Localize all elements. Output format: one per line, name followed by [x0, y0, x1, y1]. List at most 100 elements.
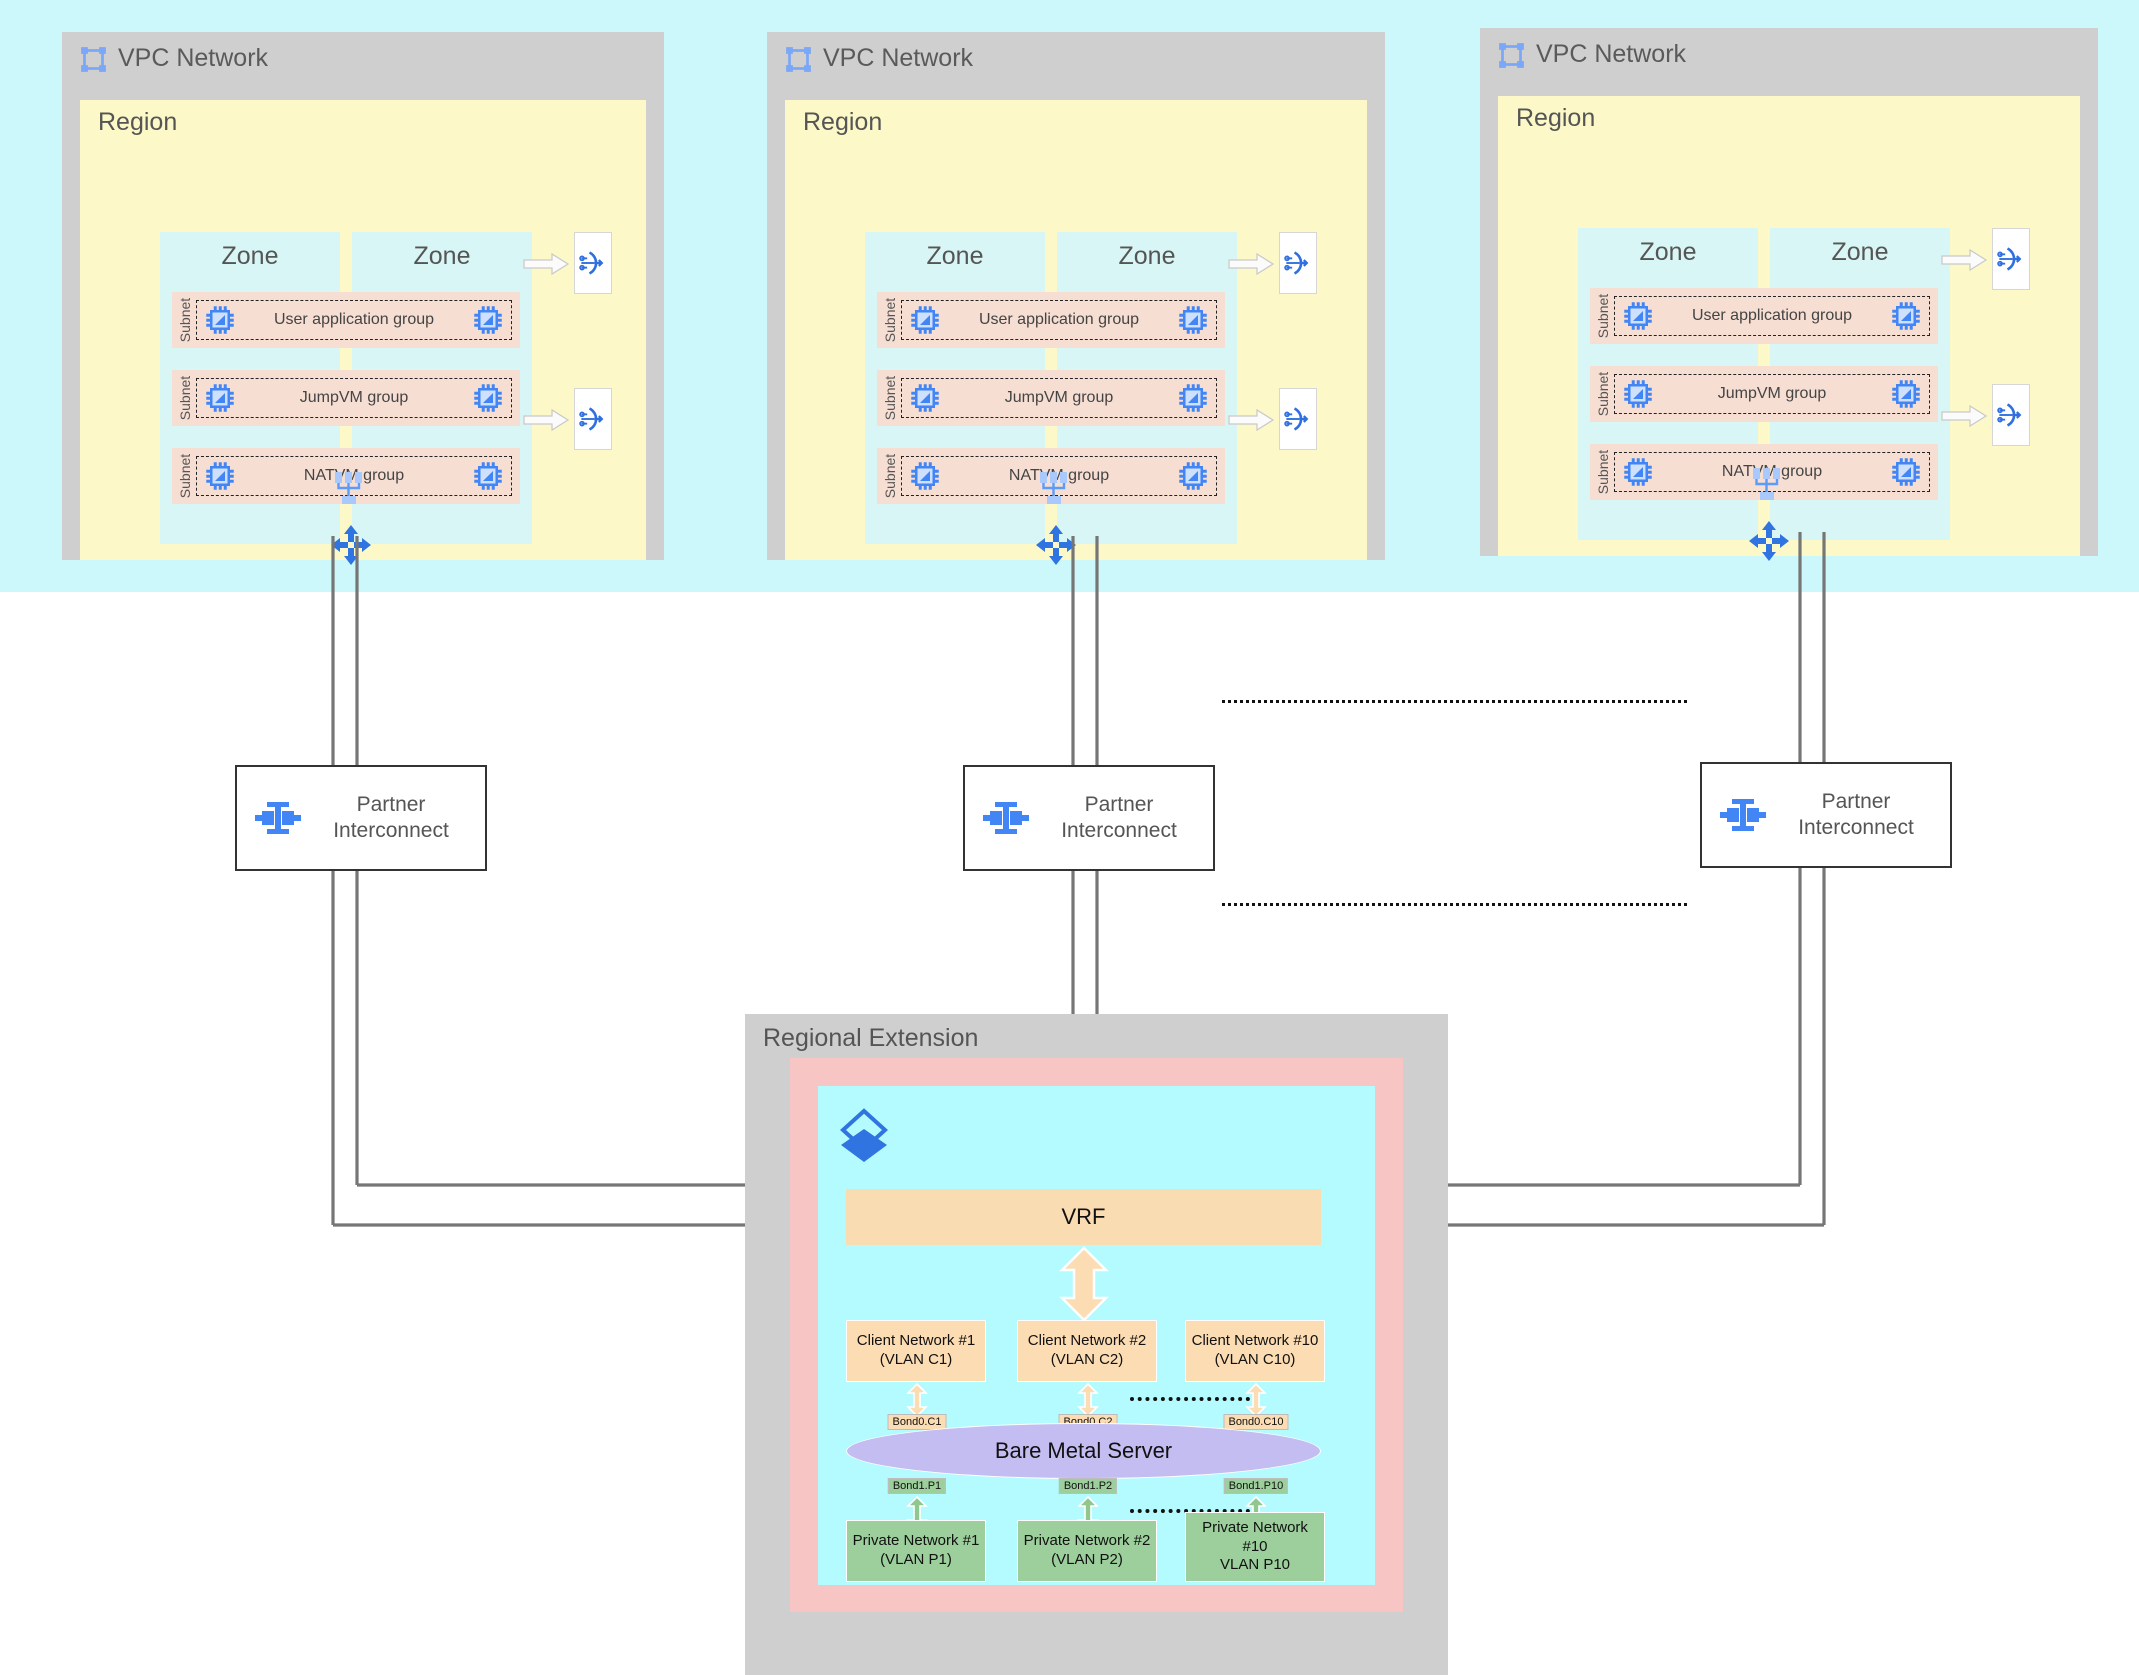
client-network-label: Client Network #1 (VLAN C1): [856, 1332, 976, 1368]
client-network-10[interactable]: Client Network #10 (VLAN C10): [1185, 1320, 1325, 1382]
group-name: NATVM group: [1008, 467, 1110, 484]
bond-tag-c10: Bond0.C10: [1223, 1414, 1289, 1430]
instance-group-jumpvm[interactable]: JumpVM group: [1614, 374, 1930, 414]
cpu-chip-icon: [1891, 301, 1921, 331]
subnet-row-jumpvm[interactable]: Subnet JumpVM group: [1590, 366, 1938, 422]
subnet-row-user-app[interactable]: Subnet User application group: [172, 292, 520, 348]
flow-arrow-user-app: [523, 252, 570, 276]
subnet-row-jumpvm[interactable]: Subnet JumpVM group: [877, 370, 1225, 426]
vpc-network-1[interactable]: VPC Network Region Zone Zone Subnet: [62, 32, 664, 565]
partner-interconnect-1[interactable]: Partner Interconnect: [235, 765, 487, 871]
group-name: JumpVM group: [299, 389, 409, 406]
flow-arrow-natvm: [523, 408, 570, 432]
cpu-chip-icon: [1891, 457, 1921, 487]
partner-interconnect-2[interactable]: Partner Interconnect: [963, 765, 1215, 871]
bond-tag-p2: Bond1.P2: [1058, 1478, 1118, 1494]
private-network-label: Private Network #1 (VLAN P1): [852, 1532, 980, 1568]
cpu-chip-icon: [1178, 305, 1208, 335]
vrf-box[interactable]: VRF: [846, 1189, 1321, 1245]
flow-arrow-natvm: [1941, 404, 1988, 428]
vpc-network-title: VPC Network: [823, 44, 974, 72]
subnet-label: Subnet: [177, 453, 193, 499]
vpc-network-2[interactable]: VPC Network Region Zone Zone Subnet User…: [767, 32, 1385, 565]
zone-label: Zone: [1831, 238, 1889, 266]
bond-tag-c1: Bond0.C1: [887, 1414, 947, 1430]
zone-label: Zone: [926, 242, 984, 270]
instance-group-jumpvm[interactable]: JumpVM group: [901, 378, 1217, 418]
group-name: NATVM group: [1721, 463, 1823, 480]
client-network-1[interactable]: Client Network #1 (VLAN C1): [846, 1320, 986, 1382]
instance-group-natvm[interactable]: NATVM group: [901, 456, 1217, 496]
group-name: User application group: [1691, 307, 1853, 324]
partner-interconnect-label: Partner Interconnect: [1798, 789, 1914, 839]
subnet-row-user-app[interactable]: Subnet User application group: [1590, 288, 1938, 344]
subnet-row-user-app[interactable]: Subnet User application group: [877, 292, 1225, 348]
cpu-chip-icon: [1623, 301, 1653, 331]
cpu-chip-icon: [1891, 379, 1921, 409]
cloud-nat-box-natvm[interactable]: [1992, 384, 2030, 446]
private-network-10[interactable]: Private Network #10 VLAN P10: [1185, 1512, 1325, 1582]
subnet-label: Subnet: [1595, 293, 1611, 339]
client-ellipsis: [1130, 1397, 1250, 1401]
region-container-1: Region Zone Zone Subnet: [80, 100, 646, 560]
partner-interconnect-label: Partner Interconnect: [333, 792, 449, 842]
cpu-chip-icon: [1623, 457, 1653, 487]
cloud-nat-box-user-app[interactable]: [574, 232, 612, 294]
zone-label: Zone: [1639, 238, 1697, 266]
cpu-chip-icon: [205, 305, 235, 335]
instance-group-user-app[interactable]: User application group: [196, 300, 512, 340]
cloud-nat-box-natvm[interactable]: [574, 388, 612, 450]
region-label: Region: [1516, 104, 1596, 132]
instance-group-natvm[interactable]: NATVM group: [1614, 452, 1930, 492]
cloud-nat-box-user-app[interactable]: [1279, 232, 1317, 294]
cloud-router-icon: [1748, 520, 1790, 562]
bare-metal-server[interactable]: Bare Metal Server: [846, 1423, 1321, 1479]
vpc-network-3[interactable]: VPC Network Region Zone Zone Subnet User…: [1480, 28, 2098, 561]
subnet-label: Subnet: [882, 297, 898, 343]
cpu-chip-icon: [1623, 379, 1653, 409]
partner-interconnect-label: Partner Interconnect: [1061, 792, 1177, 842]
subnet-row-natvm[interactable]: Subnet NATVM group: [877, 448, 1225, 504]
network-switch-icon: [1037, 472, 1075, 506]
private-network-2[interactable]: Private Network #2 (VLAN P2): [1017, 1520, 1157, 1582]
network-switch-icon: [1750, 468, 1788, 502]
client-network-2[interactable]: Client Network #2 (VLAN C2): [1017, 1320, 1157, 1382]
cloud-nat-box-natvm[interactable]: [1279, 388, 1317, 450]
cpu-chip-icon: [473, 461, 503, 491]
vpc-network-title: VPC Network: [1536, 40, 1687, 68]
flow-arrow-user-app: [1941, 248, 1988, 272]
cloud-router-icon: [330, 524, 372, 566]
partner-interconnect-3[interactable]: Partner Interconnect: [1700, 762, 1952, 868]
instance-group-user-app[interactable]: User application group: [1614, 296, 1930, 336]
instance-group-jumpvm[interactable]: JumpVM group: [196, 378, 512, 418]
instance-group-user-app[interactable]: User application group: [901, 300, 1217, 340]
client-bond-arrow-2: [1077, 1382, 1099, 1418]
subnet-label: Subnet: [1595, 371, 1611, 417]
subnet-label: Subnet: [1595, 449, 1611, 495]
private-network-1[interactable]: Private Network #1 (VLAN P1): [846, 1520, 986, 1582]
ellipsis-separator-bottom: [1222, 903, 1687, 906]
flow-arrow-natvm: [1228, 408, 1275, 432]
region-label: Region: [98, 108, 178, 136]
zone-label: Zone: [221, 242, 279, 270]
instance-group-natvm[interactable]: NATVM group: [196, 456, 512, 496]
vpc-network-icon: [80, 46, 107, 73]
vpc-network-icon: [785, 46, 812, 73]
group-name: JumpVM group: [1717, 385, 1827, 402]
cpu-chip-icon: [910, 305, 940, 335]
flow-arrow-user-app: [1228, 252, 1275, 276]
region-container-2: Region Zone Zone Subnet User application…: [785, 100, 1367, 560]
cloud-nat-box-user-app[interactable]: [1992, 228, 2030, 290]
group-name: JumpVM group: [1004, 389, 1114, 406]
cpu-chip-icon: [473, 305, 503, 335]
bond-tag-p1: Bond1.P1: [887, 1478, 947, 1494]
region-label: Region: [803, 108, 883, 136]
subnet-label: Subnet: [177, 375, 193, 421]
subnet-row-jumpvm[interactable]: Subnet JumpVM group: [172, 370, 520, 426]
cpu-chip-icon: [1178, 461, 1208, 491]
cpu-chip-icon: [910, 461, 940, 491]
group-name: User application group: [273, 311, 435, 328]
subnet-label: Subnet: [882, 375, 898, 421]
client-network-label: Client Network #2 (VLAN C2): [1027, 1332, 1147, 1368]
